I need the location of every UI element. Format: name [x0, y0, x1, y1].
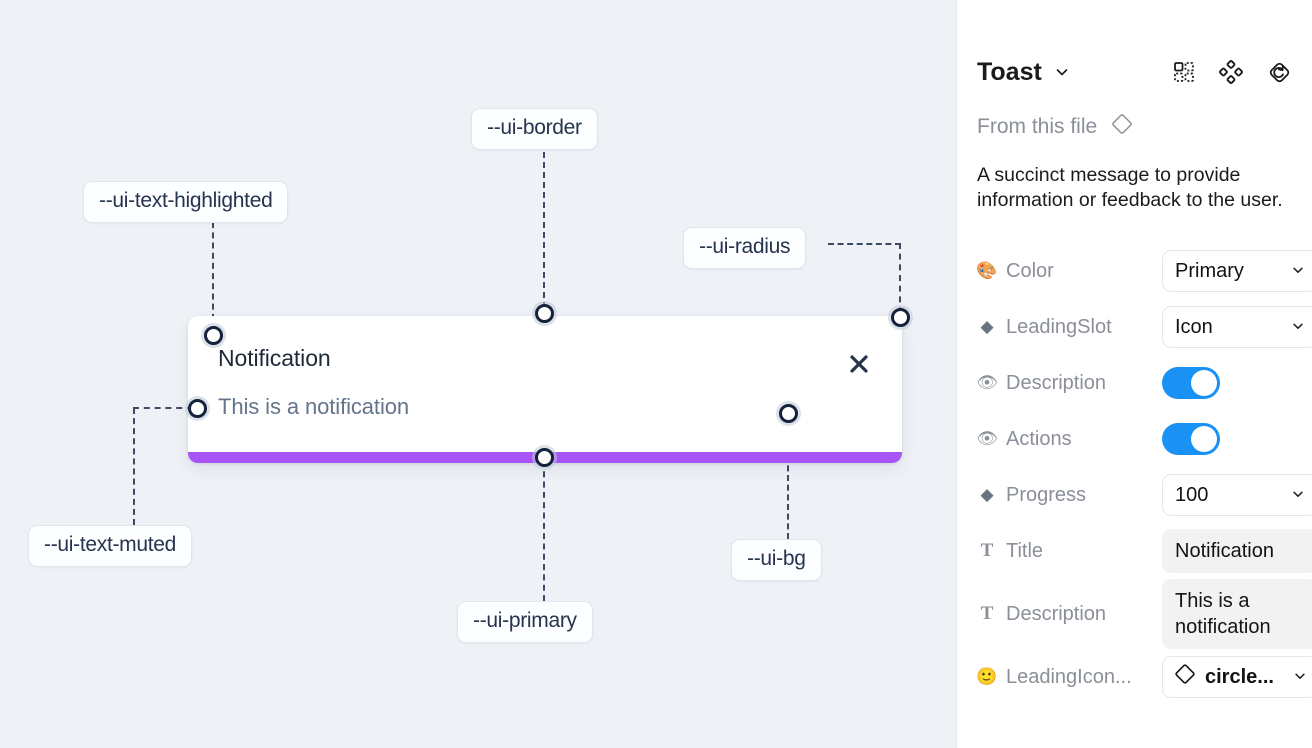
property-label-leadingicon: 🙂 LeadingIcon...	[977, 666, 1162, 689]
token-pill-border[interactable]: --ui-border	[471, 108, 598, 150]
connector-bg	[787, 417, 789, 539]
property-label-description: 👁 Description	[977, 372, 1162, 395]
eye-emoji-icon: 👁	[977, 373, 998, 392]
property-label-text: LeadingIcon...	[1006, 665, 1132, 688]
property-label-text: Title	[1006, 539, 1044, 562]
panel-header: Toast	[957, 48, 1312, 96]
property-label-text: Description	[1006, 371, 1107, 394]
property-control: Icon	[1162, 306, 1312, 348]
token-pill-radius[interactable]: --ui-radius	[683, 227, 807, 269]
connector-text-highlighted	[212, 212, 214, 330]
from-this-file-row[interactable]: From this file	[977, 112, 1134, 141]
diamond-filled-icon: ◆	[980, 317, 994, 336]
description-toggle[interactable]	[1162, 367, 1220, 399]
chevron-down-icon	[1291, 316, 1305, 339]
anchor-dot-border[interactable]	[535, 304, 554, 323]
property-row-progress: ◆ Progress 100	[957, 467, 1312, 523]
connector-primary	[543, 461, 545, 601]
token-pill-primary[interactable]: --ui-primary	[457, 601, 593, 643]
token-pill-bg[interactable]: --ui-bg	[731, 539, 822, 581]
property-row-description-toggle: 👁 Description	[957, 355, 1312, 411]
property-label-actions: 👁 Actions	[977, 428, 1162, 451]
properties-panel: Toast	[956, 0, 1312, 748]
toast-title: Notification	[218, 345, 331, 371]
title-input[interactable]: Notification	[1162, 529, 1312, 573]
anchor-dot-text-highlighted[interactable]	[204, 326, 223, 345]
actions-toggle[interactable]	[1162, 423, 1220, 455]
from-this-file-label: From this file	[977, 114, 1098, 138]
property-control: 100	[1162, 474, 1312, 516]
page-title: Toast	[977, 57, 1042, 86]
token-pill-text-highlighted[interactable]: --ui-text-highlighted	[83, 181, 289, 223]
design-canvas[interactable]: Notification This is a notification --ui…	[0, 0, 956, 748]
toast-description: This is a notification	[218, 394, 409, 419]
property-row-actions-toggle: 👁 Actions	[957, 411, 1312, 467]
toast-preview-card[interactable]: Notification This is a notification	[188, 316, 902, 463]
reset-diamond-icon[interactable]	[1267, 60, 1292, 85]
chevron-down-icon	[1291, 260, 1305, 283]
description-input[interactable]: This is a notification	[1162, 579, 1312, 649]
chevron-down-icon	[1293, 666, 1307, 689]
leadingicon-select-value: circle...	[1205, 665, 1274, 688]
four-dot-diamond-icon[interactable]	[1219, 60, 1243, 84]
property-row-color: 🎨 Color Primary	[957, 243, 1312, 299]
property-control	[1162, 367, 1292, 399]
leadingslot-select[interactable]: Icon	[1162, 306, 1312, 348]
property-row-description-text: T Description This is a notification	[957, 579, 1312, 649]
chevron-down-icon	[1291, 484, 1305, 507]
component-grid-icon[interactable]	[1173, 61, 1195, 83]
property-label-text: Progress	[1006, 483, 1087, 506]
property-control: This is a notification	[1162, 579, 1312, 649]
property-label-leadingslot: ◆ LeadingSlot	[977, 316, 1162, 339]
component-description: A succinct message to provide informatio…	[977, 164, 1283, 211]
connector-radius-horizontal	[828, 243, 901, 245]
property-row-leadingicon: 🙂 LeadingIcon... circle...	[957, 649, 1312, 705]
text-type-icon: T	[980, 603, 994, 624]
connector-border	[543, 142, 545, 308]
connector-radius-vertical	[899, 243, 901, 313]
palette-emoji-icon: 🎨	[977, 261, 998, 280]
text-type-icon: T	[980, 540, 994, 561]
property-control: circle...	[1162, 656, 1312, 698]
property-label-progress: ◆ Progress	[977, 484, 1162, 507]
token-pill-text-muted[interactable]: --ui-text-muted	[28, 525, 193, 567]
color-select[interactable]: Primary	[1162, 250, 1312, 292]
property-label-color: 🎨 Color	[977, 260, 1162, 283]
property-label-text: Color	[1006, 259, 1054, 282]
property-control: Primary	[1162, 250, 1312, 292]
progress-select[interactable]: 100	[1162, 474, 1312, 516]
color-select-value: Primary	[1175, 259, 1244, 282]
property-label-text: Actions	[1006, 427, 1072, 450]
diamond-outline-icon	[1173, 662, 1197, 692]
anchor-dot-primary[interactable]	[535, 448, 554, 467]
progress-select-value: 100	[1175, 483, 1209, 506]
connector-text-muted-vertical	[133, 408, 135, 525]
property-row-leadingslot: ◆ LeadingSlot Icon	[957, 299, 1312, 355]
smiley-emoji-icon: 🙂	[977, 667, 998, 686]
property-row-title: T Title Notification	[957, 523, 1312, 579]
property-label-title: T Title	[977, 540, 1162, 563]
close-x-icon[interactable]	[844, 349, 874, 379]
anchor-dot-radius[interactable]	[891, 308, 910, 327]
leadingicon-select[interactable]: circle...	[1162, 656, 1312, 698]
diamond-filled-icon: ◆	[980, 485, 994, 504]
property-label-description-text: T Description	[977, 603, 1162, 626]
property-control: Notification	[1162, 529, 1312, 573]
leadingslot-select-value: Icon	[1175, 315, 1213, 338]
property-label-text: Description	[1006, 602, 1107, 625]
anchor-dot-text-muted[interactable]	[188, 399, 207, 418]
property-label-text: LeadingSlot	[1006, 315, 1112, 338]
property-list: 🎨 Color Primary ◆ LeadingSlot	[957, 243, 1312, 705]
anchor-dot-bg[interactable]	[779, 404, 798, 423]
header-icon-group	[1173, 60, 1292, 85]
eye-emoji-icon: 👁	[977, 429, 998, 448]
chevron-down-icon[interactable]	[1054, 64, 1070, 80]
diamond-outline-icon	[1110, 112, 1134, 141]
property-control	[1162, 423, 1292, 455]
connector-text-muted-horizontal	[133, 407, 193, 409]
